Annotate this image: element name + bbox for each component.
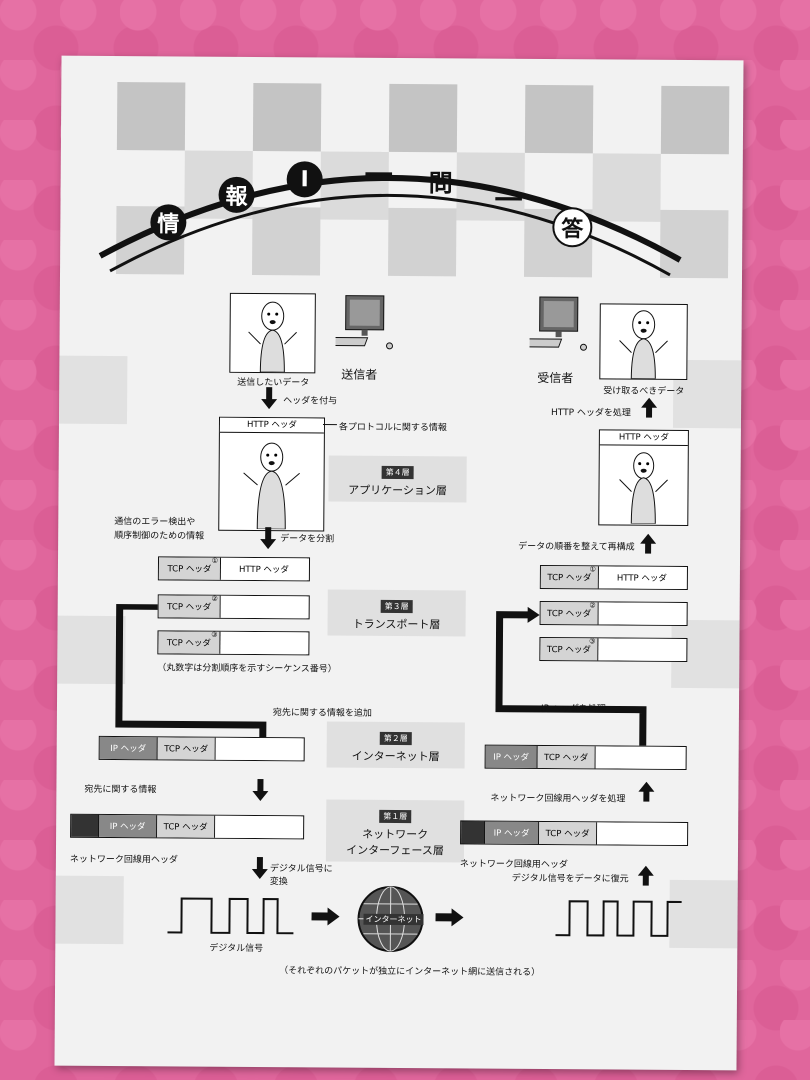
layer-1-name: ネットワーク インターフェース層 (346, 827, 444, 858)
tcp-header-segment: TCP ヘッダ (539, 821, 598, 845)
recv-link-header-label: ネットワーク回線用ヘッダ (459, 859, 568, 871)
down-arrow-icon (251, 857, 268, 880)
payload-segment (215, 737, 302, 761)
destination-note: 宛先に関する情報 (84, 784, 157, 796)
ip-header-segment: IP ヘッダ (485, 745, 538, 768)
up-arrow-icon (637, 865, 654, 886)
layer-1-number: 第１層 (379, 809, 412, 824)
title-char-7: 答 (552, 207, 593, 248)
up-arrow-icon (641, 397, 658, 418)
title-char-5: 問 (428, 168, 453, 197)
leader-line (322, 423, 337, 426)
right-arrow-icon (435, 908, 464, 927)
layer-2-name: インターネット層 (351, 749, 440, 764)
destination-step: 宛先に関する情報を追加 (272, 708, 372, 719)
sender-computer-icon (335, 295, 394, 350)
layer-1-label: 第１層 ネットワーク インターフェース層 (325, 799, 465, 863)
flow-line-left (115, 604, 271, 754)
down-arrow-icon (261, 387, 278, 410)
digital-signal-right (555, 900, 682, 937)
receiver-data-label: 受け取るべきデータ (603, 386, 685, 397)
tcp-header-segment: TCP ヘッダ (157, 737, 216, 760)
payload-segment (215, 815, 302, 839)
title-char-6: 一 (494, 183, 523, 217)
http-packet-box: HTTP ヘッダ (218, 416, 326, 532)
link-process-step: ネットワーク回線用ヘッダを処理 (490, 793, 626, 805)
title-char-1: 情 (150, 204, 187, 241)
ip-process-step: IP ヘッダを処理 (540, 703, 606, 715)
layer-4-number: 第４層 (381, 465, 414, 480)
layer-4-label: 第４層 アプリケーション層 (328, 455, 467, 503)
sender-data-figure (229, 292, 316, 374)
title-arc (98, 174, 682, 277)
internet-label: インターネット (363, 913, 424, 926)
to-signal-step: デジタル信号に 変換 (269, 864, 333, 887)
http-header-segment: HTTP ヘッダ (220, 557, 308, 581)
http-header-label: HTTP ヘッダ (219, 417, 325, 434)
recv-link-frame: IP ヘッダ TCP ヘッダ (460, 820, 689, 847)
layer-3-name: トランスポート層 (352, 617, 441, 632)
tcp-header-segment: TCP ヘッダ (157, 815, 216, 838)
sender-label: 送信者 (341, 367, 378, 382)
link-header-label: ネットワーク回線用ヘッダ (69, 854, 178, 866)
receiver-http-box: HTTP ヘッダ (598, 429, 689, 527)
worksheet-page: 情 報 Ⅰ 一 問 一 答 送信したいデータ 送信者 ヘッダを付与 HTTP ヘ… (54, 55, 744, 1071)
layer-3-number: 第３層 (380, 599, 413, 614)
payload-segment (597, 822, 684, 845)
ip-header-segment: IP ヘッダ (99, 814, 158, 838)
ip-packet: IP ヘッダ TCP ヘッダ (98, 735, 305, 762)
link-frame: IP ヘッダ TCP ヘッダ (70, 813, 305, 840)
digital-signal-left (167, 897, 294, 935)
reassemble-step: データの順番を整えて再構成 (518, 541, 635, 553)
up-arrow-icon (638, 781, 655, 802)
payload-segment (595, 746, 682, 769)
protocol-note: 各プロトコルに関する情報 (338, 422, 447, 434)
layer-2-number: 第２層 (379, 731, 412, 746)
flow-line-right (495, 606, 647, 746)
bottom-note: （それぞれのパケットが独立にインターネット網に送信される） (279, 966, 541, 978)
digital-signal-label: デジタル信号 (209, 943, 264, 955)
down-arrow-icon (252, 779, 269, 802)
link-header-segment (71, 814, 100, 837)
restore-step: デジタル信号をデータに復元 (511, 873, 629, 885)
title-char-4: 一 (364, 158, 393, 192)
add-header-step: ヘッダを付与 (283, 396, 338, 407)
tcp-note: 通信のエラー検出や 順序制御のための情報 (114, 517, 205, 542)
layer-3-label: 第３層 トランスポート層 (327, 589, 466, 637)
tcp-header-segment: TCP ヘッダ (537, 745, 596, 769)
http-header-segment: HTTP ヘッダ (598, 566, 685, 589)
ip-header-segment: IP ヘッダ (485, 821, 540, 844)
http-process-step: HTTP ヘッダを処理 (551, 408, 631, 419)
ip-header-segment: IP ヘッダ (99, 736, 158, 760)
layer-4-name: アプリケーション層 (348, 483, 447, 498)
split-step: データを分割 (280, 534, 335, 545)
right-arrow-icon (311, 907, 340, 926)
down-arrow-icon (260, 527, 277, 550)
recv-ip-packet: IP ヘッダ TCP ヘッダ (484, 744, 687, 771)
receiver-computer-icon (529, 296, 588, 351)
up-arrow-icon (640, 533, 657, 554)
layer-2-label: 第２層 インターネット層 (326, 721, 465, 769)
link-header-segment (461, 821, 486, 844)
receiver-data-figure (599, 303, 688, 381)
title-char-2: 報 (218, 176, 255, 213)
title-char-3: Ⅰ (286, 161, 323, 198)
receiver-label: 受信者 (537, 370, 574, 386)
http-header-label: HTTP ヘッダ (599, 430, 688, 447)
